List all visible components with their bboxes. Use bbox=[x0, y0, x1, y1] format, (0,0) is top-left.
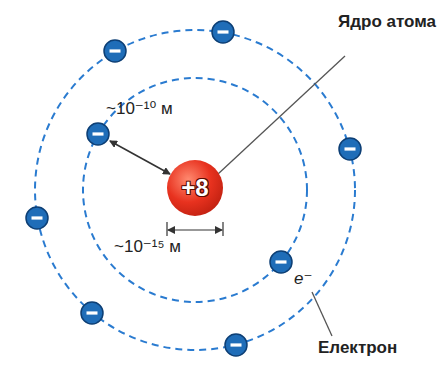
electron-symbols bbox=[26, 21, 361, 356]
atom-nucleus: +8 bbox=[167, 160, 223, 216]
dimension-tick bbox=[222, 222, 223, 236]
dimension-tick bbox=[166, 222, 167, 236]
electron-label: Електрон bbox=[318, 338, 397, 358]
dimension-label: ~10⁻¹⁵ м bbox=[114, 236, 181, 257]
dimension-label: ~10⁻¹⁰ м bbox=[106, 98, 173, 119]
inner-orbit bbox=[83, 78, 307, 302]
leader-line bbox=[312, 292, 332, 336]
charge-label: +8 bbox=[181, 174, 208, 202]
electron-symbol-label: e⁻ bbox=[294, 268, 312, 289]
nucleus-label: Ядро атома bbox=[338, 12, 436, 32]
leader-line bbox=[218, 56, 345, 174]
dimension-line bbox=[168, 229, 222, 230]
outer-orbit bbox=[35, 30, 355, 350]
radius-arrow bbox=[110, 141, 170, 174]
